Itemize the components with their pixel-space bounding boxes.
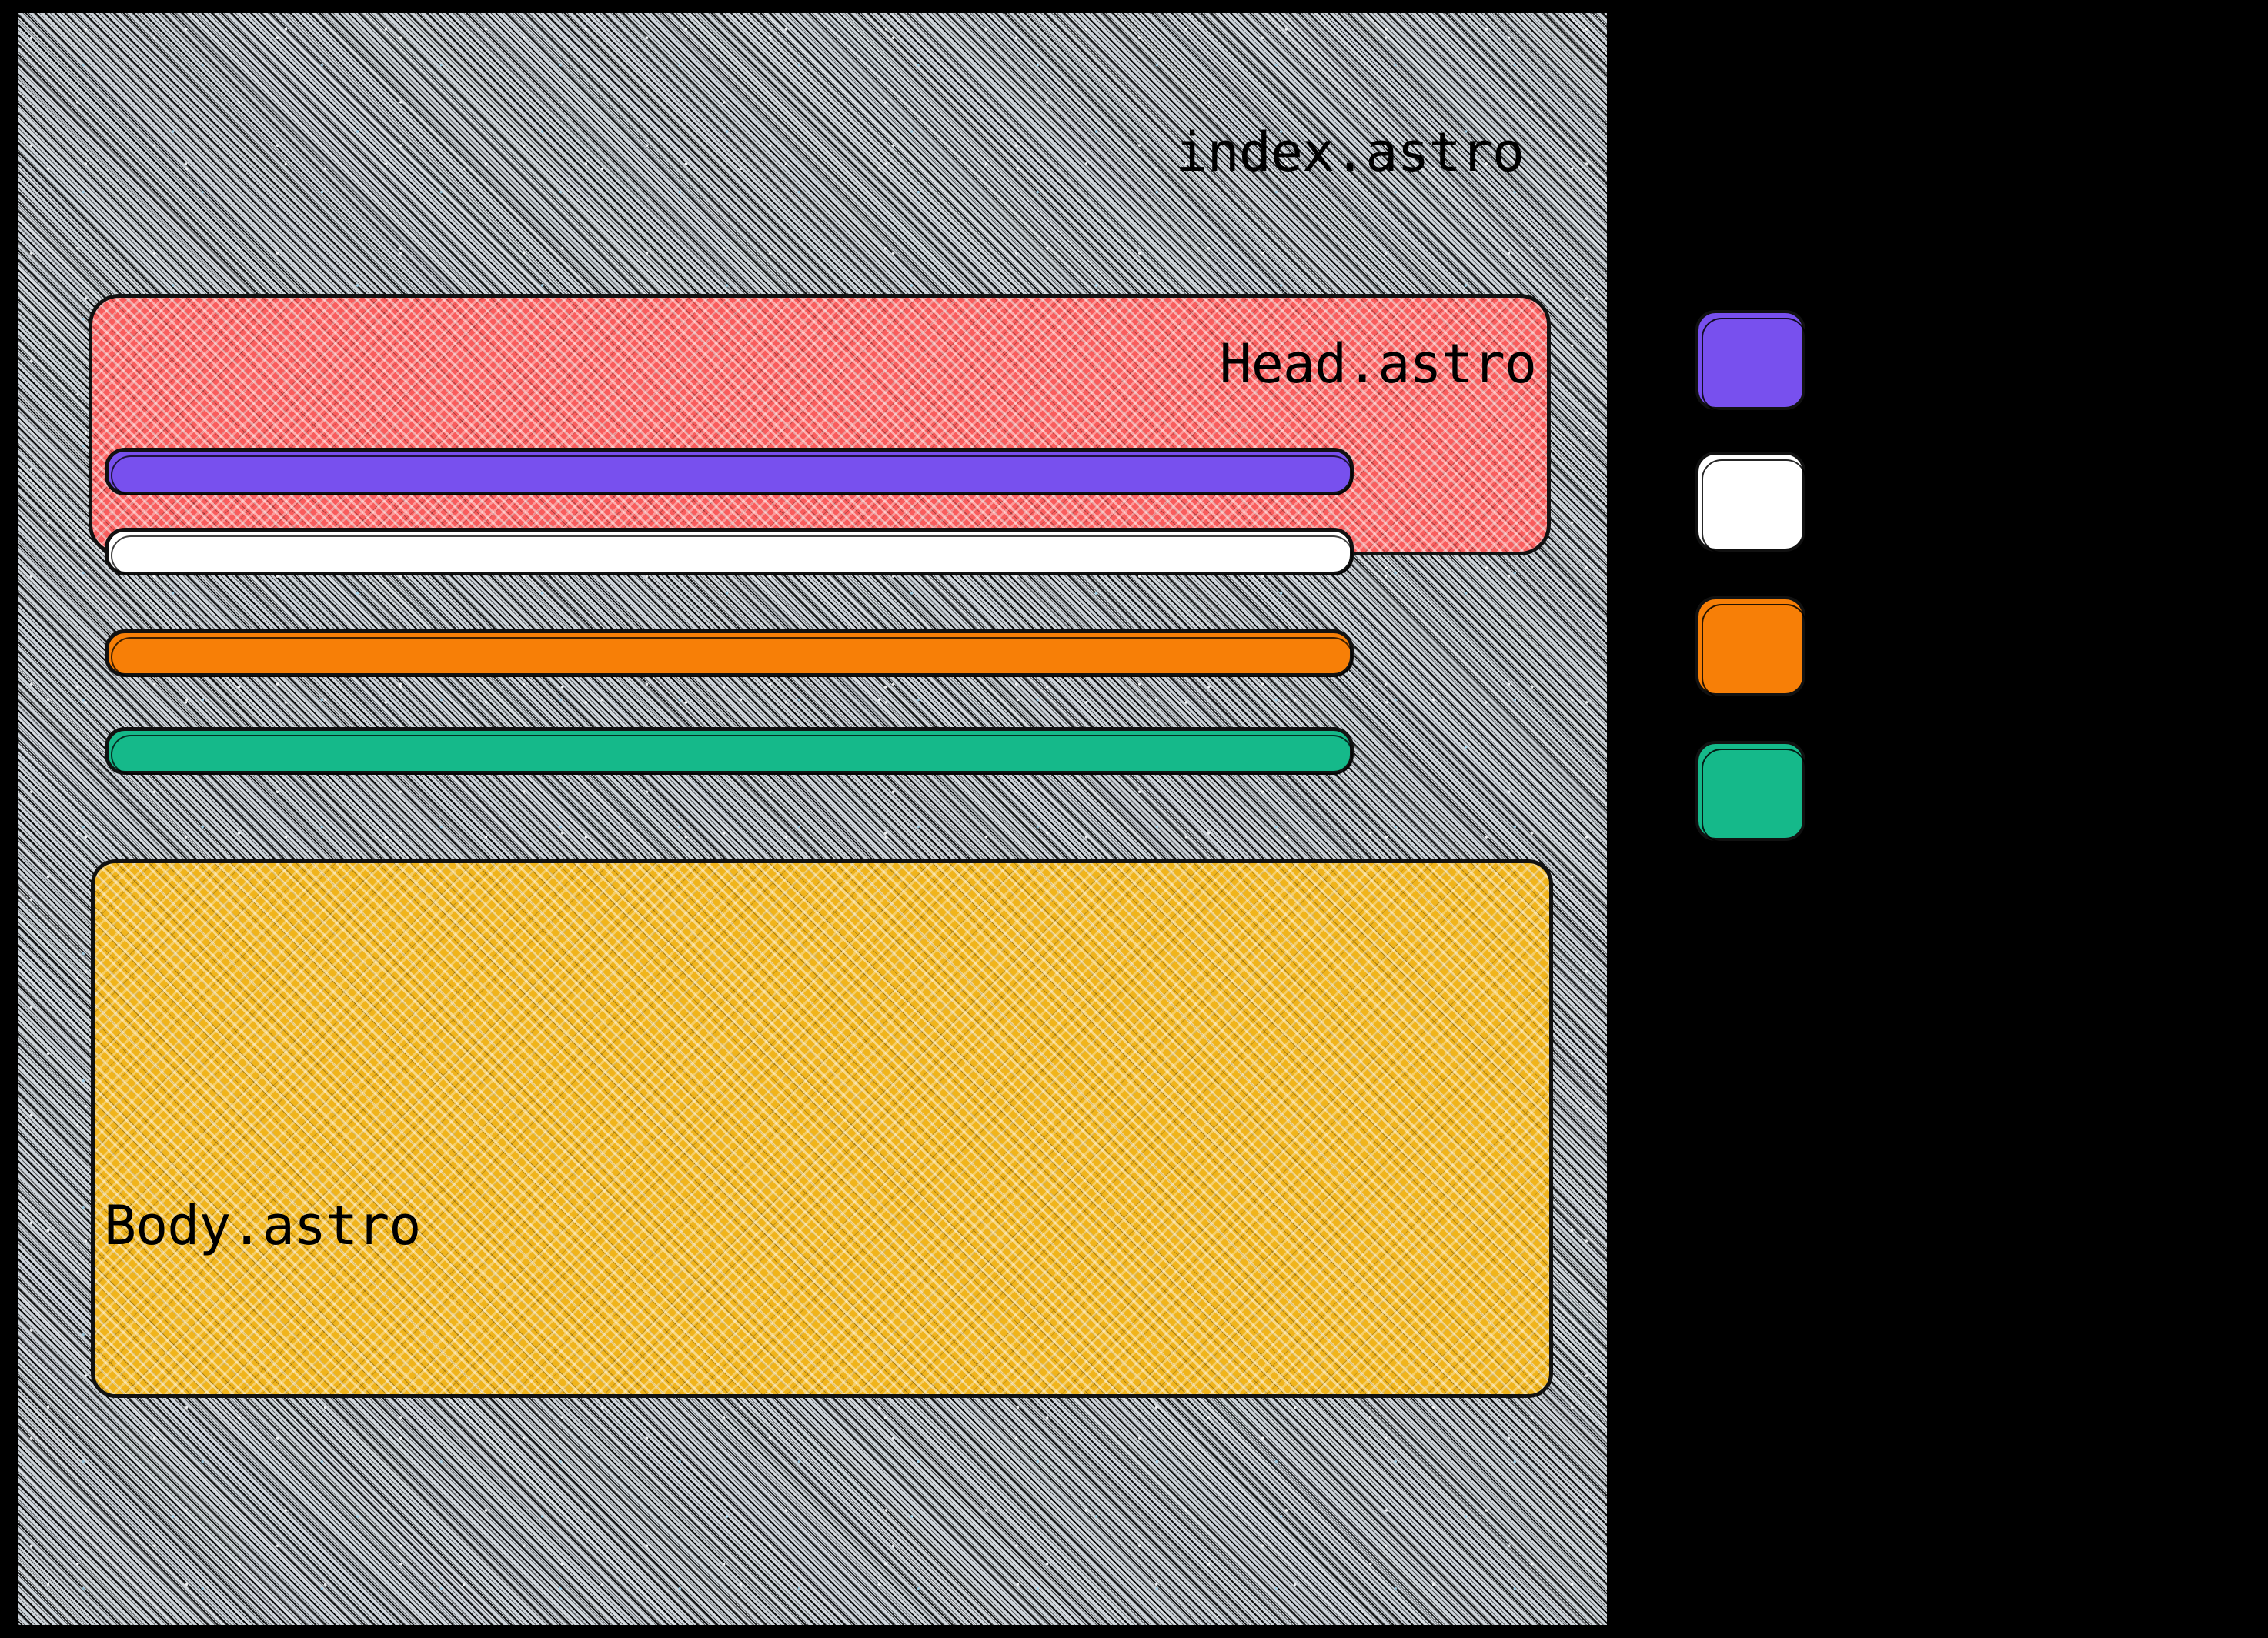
- legend-swatch-white[interactable]: [1695, 452, 1806, 553]
- legend-swatch-purple[interactable]: [1695, 310, 1806, 412]
- index-astro-container[interactable]: index.astro Head.astro Body.astro: [14, 9, 1611, 1629]
- head-bar-purple[interactable]: [105, 448, 1354, 495]
- legend-swatch-green[interactable]: [1695, 741, 1806, 842]
- body-astro-hatch-texture: [95, 863, 1549, 1394]
- head-bar-orange[interactable]: [105, 629, 1354, 677]
- head-astro-label: Head.astro: [1219, 332, 1537, 395]
- legend-swatch-column: [1695, 310, 1849, 849]
- head-bar-green[interactable]: [105, 727, 1354, 775]
- body-astro-container[interactable]: [91, 859, 1553, 1398]
- body-astro-label: Body.astro: [104, 1194, 421, 1257]
- legend-swatch-orange[interactable]: [1695, 596, 1806, 698]
- head-bar-white[interactable]: [105, 528, 1354, 575]
- index-astro-label: index.astro: [1175, 121, 1525, 184]
